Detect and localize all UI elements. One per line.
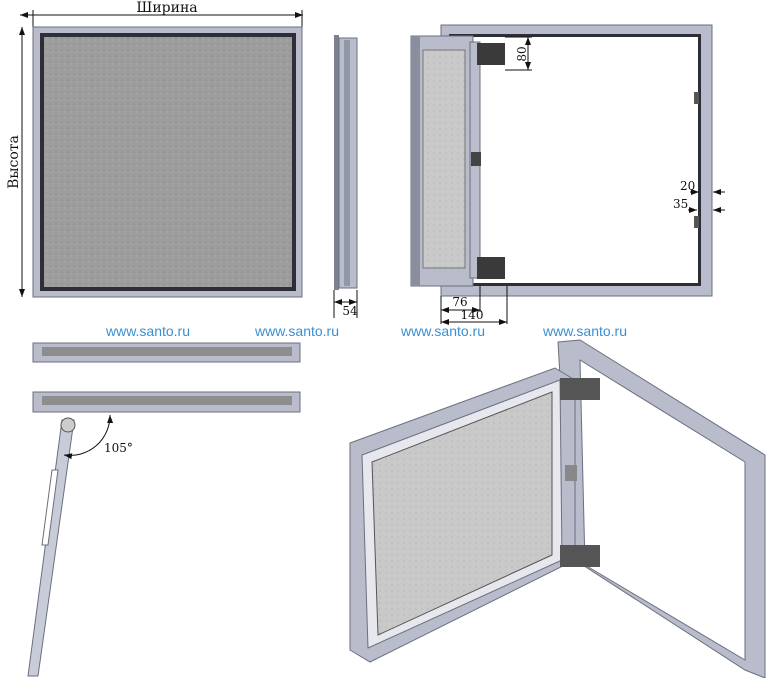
offset-b-dimension: 140	[461, 308, 484, 322]
isometric-view	[349, 339, 766, 678]
offset-a-dimension: 76	[452, 295, 467, 309]
depth-dimension: 54	[342, 304, 358, 318]
opening-angle-dimension: 105°	[104, 441, 133, 455]
width-label: Ширина	[136, 0, 197, 16]
gap-a-dimension: 20	[680, 179, 695, 193]
side-view: 54	[333, 35, 358, 318]
gap-b-dimension: 35	[673, 197, 688, 211]
watermark: www.santo.ru	[105, 323, 190, 339]
watermark: www.santo.ru	[400, 323, 485, 339]
front-view: Ширина Высота	[6, 0, 303, 298]
hinge-top	[560, 378, 600, 400]
watermark: www.santo.ru	[254, 323, 339, 339]
hinge-bottom	[560, 545, 600, 567]
hinge-offset-dimension: 80	[515, 46, 529, 61]
hinge-top	[477, 43, 505, 65]
section-view: 105°	[27, 342, 301, 677]
panel-surface	[44, 37, 292, 287]
hinge-bottom	[477, 257, 505, 279]
open-leaf	[27, 419, 75, 677]
watermark: www.santo.ru	[542, 323, 627, 339]
open-view: 80 20 35 76 140	[410, 24, 725, 325]
lock	[471, 152, 481, 166]
height-label: Высота	[6, 135, 22, 189]
